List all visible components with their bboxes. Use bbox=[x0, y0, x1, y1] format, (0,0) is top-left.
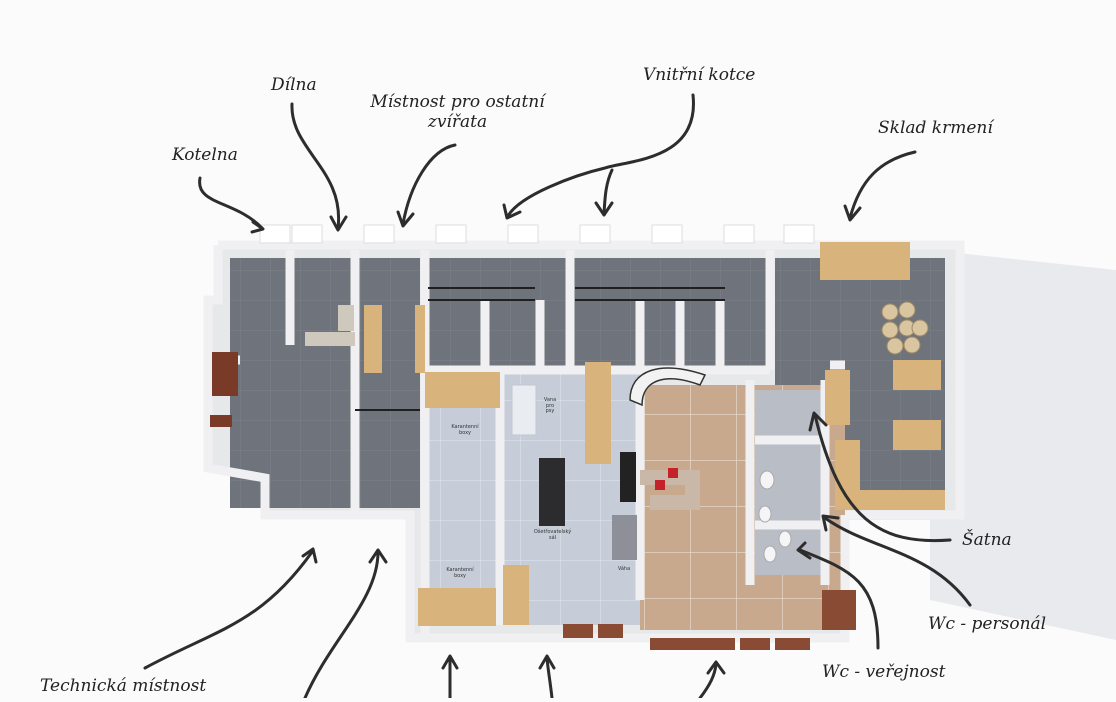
furniture bbox=[210, 242, 945, 650]
label-wc-verejnost: Wc - veřejnost bbox=[822, 662, 946, 682]
room-label-vana-psy: Vana pro psy bbox=[543, 397, 557, 414]
bathtub bbox=[511, 384, 537, 436]
arrow-wc-verejnost bbox=[798, 548, 880, 650]
boiler-unit bbox=[210, 415, 232, 427]
label-dilna: Dílna bbox=[271, 75, 317, 95]
label-wc-personal: Wc - personál bbox=[928, 614, 1047, 634]
toilet bbox=[759, 470, 775, 490]
bench bbox=[563, 624, 593, 638]
scale bbox=[612, 515, 637, 560]
building-shadow bbox=[930, 250, 1116, 640]
left-wing-floor bbox=[230, 258, 420, 508]
bench bbox=[775, 638, 810, 650]
label-technicka-mistnost: Technická místnost bbox=[40, 676, 207, 696]
counter bbox=[585, 362, 611, 464]
chair bbox=[655, 480, 665, 490]
room-label-vaha: Váha bbox=[617, 566, 631, 572]
arrow-bottom-3 bbox=[698, 662, 718, 700]
storage-shelf bbox=[820, 242, 910, 280]
bench bbox=[598, 624, 623, 638]
bench bbox=[650, 638, 735, 650]
kennel-fences bbox=[355, 287, 725, 411]
label-kotelna: Kotelna bbox=[172, 145, 238, 165]
storage-shelf bbox=[893, 420, 941, 450]
storage-shelf bbox=[825, 370, 850, 425]
desk bbox=[503, 565, 529, 625]
toilet bbox=[763, 545, 777, 563]
staircase bbox=[629, 367, 707, 407]
chair bbox=[668, 468, 678, 478]
label-sklad-krmeni: Sklad krmení bbox=[878, 118, 993, 138]
exam-table bbox=[539, 458, 565, 526]
annotation-arrows bbox=[143, 93, 972, 700]
shelf bbox=[364, 305, 382, 373]
toilet bbox=[778, 530, 792, 548]
shelf bbox=[415, 305, 425, 373]
storage-shelf bbox=[835, 440, 945, 510]
label-vnitrni-kotce: Vnitřní kotce bbox=[643, 65, 756, 85]
arrow-kotce-2 bbox=[602, 168, 614, 215]
workbench bbox=[338, 305, 354, 331]
room-label-osetrovatelsky-sal: Ošetřovatelský sál bbox=[533, 529, 572, 541]
storage-shelf bbox=[893, 360, 941, 390]
label-mistnost-pro-ostatni-zvirata: Místnost pro ostatní zvířata bbox=[370, 92, 545, 133]
feed-barrels bbox=[881, 301, 929, 355]
toilet bbox=[758, 505, 772, 523]
appliance bbox=[620, 452, 636, 502]
room-label-karantena-1: Karantenní boxy bbox=[451, 424, 479, 436]
room-label-karantena-2: Karantenní boxy bbox=[446, 567, 474, 579]
bench bbox=[822, 590, 856, 630]
arrow-wc-personal bbox=[823, 516, 972, 607]
label-satna: Šatna bbox=[962, 530, 1012, 550]
arrow-mistnost bbox=[401, 143, 457, 226]
arrow-bottom-2 bbox=[545, 656, 554, 700]
arrow-sklad bbox=[848, 150, 917, 220]
cabinet bbox=[425, 372, 500, 408]
arrow-kotce-1 bbox=[506, 93, 695, 218]
arrow-kotelna bbox=[198, 176, 264, 230]
bench bbox=[740, 638, 770, 650]
arrow-technicka-2 bbox=[303, 550, 380, 700]
top-windows bbox=[259, 224, 815, 244]
workbench bbox=[305, 332, 355, 346]
arrow-technicka-1 bbox=[143, 550, 314, 670]
cabinet bbox=[418, 588, 496, 626]
arrow-dilna bbox=[290, 102, 341, 230]
boiler bbox=[212, 352, 238, 396]
arrow-satna bbox=[813, 413, 952, 543]
